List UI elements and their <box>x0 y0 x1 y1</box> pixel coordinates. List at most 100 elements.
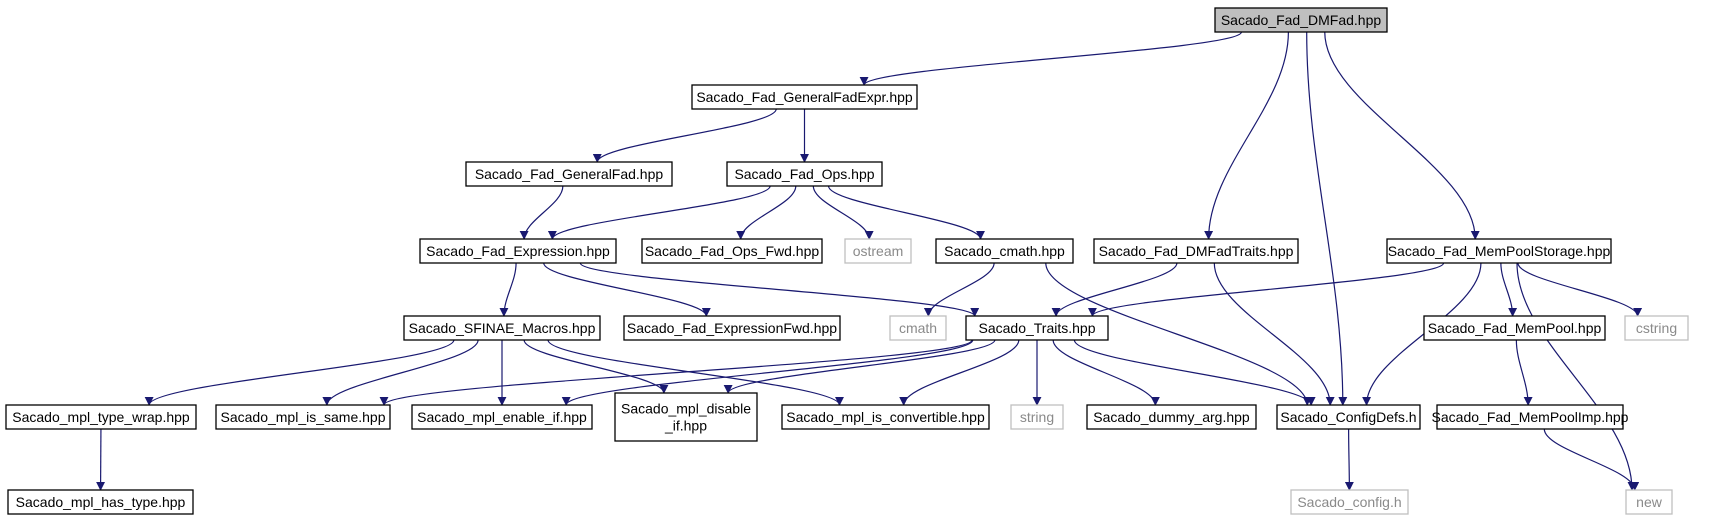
edge-n24-to-n27 <box>1543 428 1640 491</box>
node-label: Sacado_SFINAE_Macros.hpp <box>409 320 596 336</box>
node-box <box>623 315 841 341</box>
system-header-node: cmath <box>889 315 947 341</box>
file-node[interactable]: Sacado_mpl_enable_if.hpp <box>411 404 593 430</box>
edge-n4-to-n11 <box>543 262 711 317</box>
file-node[interactable]: Sacado_ConfigDefs.h <box>1276 404 1421 430</box>
node-box <box>726 161 883 187</box>
file-node[interactable]: Sacado_mpl_disable_if.hpp <box>614 392 758 442</box>
node-label: Sacado_Fad_Ops_Fwd.hpp <box>645 243 820 259</box>
node-label: Sacado_mpl_disable <box>621 401 751 417</box>
edge-n13-to-n17 <box>379 339 973 406</box>
edge-n13-to-n20 <box>899 339 1020 406</box>
file-node[interactable]: Sacado_SFINAE_Macros.hpp <box>403 315 601 341</box>
node-box <box>965 315 1109 341</box>
edge-n9-to-n14 <box>1500 262 1518 317</box>
system-header-node: string <box>1010 404 1064 430</box>
file-node[interactable]: Sacado_mpl_type_wrap.hpp <box>5 404 197 430</box>
node-label: Sacado_Fad_MemPoolImp.hpp <box>1432 409 1629 425</box>
edge-n0-to-n23 <box>1306 31 1348 406</box>
node-box <box>1423 315 1606 341</box>
node-box <box>465 161 673 187</box>
edge-n9-to-n27 <box>1516 262 1637 491</box>
node-label: Sacado_mpl_type_wrap.hpp <box>12 409 190 425</box>
node-label: Sacado_Fad_MemPool.hpp <box>1428 320 1602 336</box>
file-node[interactable]: Sacado_Fad_DMFadTraits.hpp <box>1093 238 1299 264</box>
file-node[interactable]: Sacado_Fad_MemPool.hpp <box>1423 315 1606 341</box>
node-box <box>1436 404 1624 430</box>
file-node[interactable]: Sacado_mpl_has_type.hpp <box>7 489 194 515</box>
file-node[interactable]: Sacado_Fad_GeneralFadExpr.hpp <box>691 84 918 110</box>
edge-n10-to-n17 <box>322 339 479 406</box>
node-label: Sacado_config.h <box>1297 494 1401 510</box>
edge-n4-to-n13 <box>579 262 980 317</box>
edge-n13-to-n19 <box>723 339 996 394</box>
node-box <box>403 315 601 341</box>
node-label: cmath <box>899 320 937 336</box>
edge-n9-to-n15 <box>1517 262 1643 317</box>
node-box <box>5 404 197 430</box>
edge-n13-to-n23 <box>1073 339 1316 406</box>
node-label: Sacado_mpl_has_type.hpp <box>16 494 186 510</box>
node-label: string <box>1020 409 1054 425</box>
node-label: Sacado_Fad_GeneralFad.hpp <box>475 166 664 182</box>
node-box <box>7 489 194 515</box>
file-node[interactable]: Sacado_Fad_GeneralFad.hpp <box>465 161 673 187</box>
file-node[interactable]: Sacado_mpl_is_same.hpp <box>215 404 391 430</box>
edge-n23-to-n26 <box>1344 428 1354 491</box>
node-box <box>1290 489 1409 515</box>
node-label: new <box>1636 494 1663 510</box>
system-header-node: new <box>1625 489 1673 515</box>
node-box <box>844 238 912 264</box>
node-box <box>215 404 391 430</box>
system-header-node: ostream <box>844 238 912 264</box>
edge-n3-to-n6 <box>812 185 874 240</box>
edge-n8-to-n13 <box>1051 262 1178 317</box>
edge-n1-to-n2 <box>592 108 777 163</box>
node-label: cstring <box>1636 320 1677 336</box>
root-file-node[interactable]: Sacado_Fad_DMFad.hpp <box>1214 7 1388 33</box>
file-node[interactable]: Sacado_Fad_MemPoolImp.hpp <box>1432 404 1629 430</box>
node-box <box>419 238 617 264</box>
node-box <box>1086 404 1257 430</box>
node-box <box>1624 315 1689 341</box>
edge-n0-to-n8 <box>1204 31 1289 240</box>
edge-n9-to-n13 <box>1088 262 1445 317</box>
file-node[interactable]: Sacado_mpl_is_convertible.hpp <box>781 404 990 430</box>
node-label: Sacado_Fad_Ops.hpp <box>734 166 874 182</box>
node-box <box>641 238 823 264</box>
file-node[interactable]: Sacado_Fad_ExpressionFwd.hpp <box>623 315 841 341</box>
node-box <box>889 315 947 341</box>
edge-n3-to-n4 <box>547 185 771 240</box>
node-box <box>1093 238 1299 264</box>
file-node[interactable]: Sacado_dummy_arg.hpp <box>1086 404 1257 430</box>
edge-n10-to-n20 <box>547 339 844 406</box>
node-box <box>411 404 593 430</box>
file-node[interactable]: Sacado_cmath.hpp <box>935 238 1074 264</box>
file-node[interactable]: Sacado_Fad_Expression.hpp <box>419 238 617 264</box>
node-box <box>935 238 1074 264</box>
node-box <box>1625 489 1673 515</box>
nodes-layer: Sacado_Fad_DMFad.hppSacado_Fad_GeneralFa… <box>5 7 1689 515</box>
edge-n4-to-n10 <box>499 262 517 317</box>
node-label: _if.hpp <box>664 418 707 434</box>
file-node[interactable]: Sacado_Traits.hpp <box>965 315 1109 341</box>
node-label: Sacado_Fad_DMFadTraits.hpp <box>1099 243 1294 259</box>
edge-n3-to-n5 <box>736 185 797 240</box>
edge-n2-to-n4 <box>519 185 564 240</box>
edge-n7-to-n12 <box>923 262 995 317</box>
file-node[interactable]: Sacado_Fad_Ops_Fwd.hpp <box>641 238 823 264</box>
node-box <box>1214 7 1388 33</box>
node-box <box>1386 238 1612 264</box>
file-node[interactable]: Sacado_Fad_MemPoolStorage.hpp <box>1386 238 1612 264</box>
node-box <box>1010 404 1064 430</box>
edge-n7-to-n23 <box>1045 262 1312 406</box>
edge-n13-to-n22 <box>1052 339 1160 406</box>
edge-n10-to-n16 <box>144 339 455 406</box>
file-node[interactable]: Sacado_Fad_Ops.hpp <box>726 161 883 187</box>
node-label: ostream <box>853 243 904 259</box>
node-box <box>1276 404 1421 430</box>
node-label: Sacado_mpl_is_same.hpp <box>221 409 386 425</box>
system-header-node: Sacado_config.h <box>1290 489 1409 515</box>
edge-n14-to-n24 <box>1515 339 1533 406</box>
